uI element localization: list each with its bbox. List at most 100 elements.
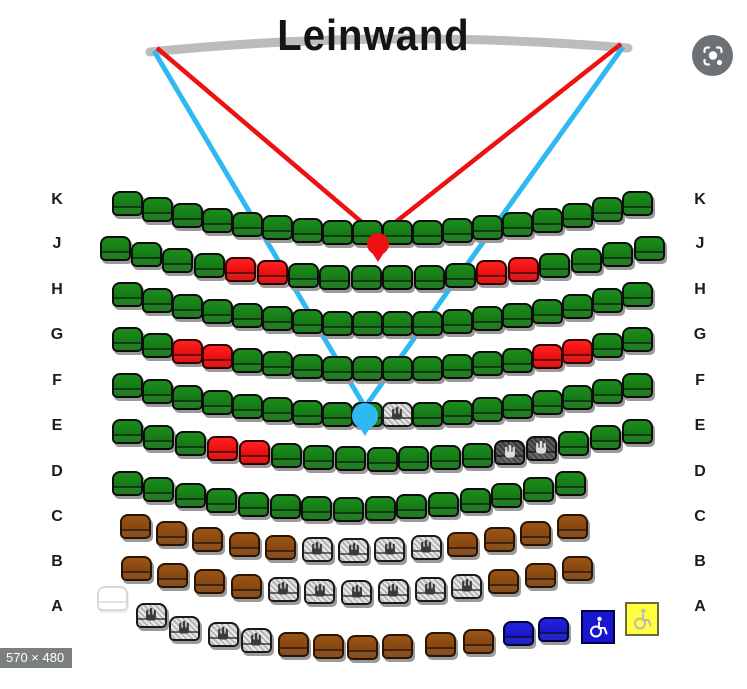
- green-seat-H5[interactable]: [231, 303, 263, 329]
- blue-seat-A12[interactable]: [502, 620, 534, 646]
- green-seat-K7[interactable]: [291, 217, 323, 243]
- brown-seat-B1[interactable]: [120, 555, 152, 581]
- green-seat-H1[interactable]: [111, 281, 143, 307]
- green-seat-H8[interactable]: [321, 310, 353, 336]
- green-seat-E16[interactable]: [589, 425, 621, 451]
- brown-seat-C11[interactable]: [483, 526, 515, 552]
- green-seat-E12[interactable]: [462, 442, 494, 468]
- green-seat-K12[interactable]: [441, 217, 473, 243]
- blue-seat-A13[interactable]: [537, 616, 569, 642]
- green-seat-D15[interactable]: [554, 470, 586, 496]
- green-seat-H18[interactable]: [621, 281, 653, 307]
- green-seat-D3[interactable]: [174, 483, 206, 509]
- green-seat-K3[interactable]: [171, 202, 203, 228]
- green-seat-K11[interactable]: [411, 219, 443, 245]
- red-seat-G3[interactable]: [171, 338, 203, 364]
- green-seat-D6[interactable]: [269, 494, 301, 520]
- green-seat-G7[interactable]: [291, 353, 323, 379]
- green-seat-F14[interactable]: [501, 394, 533, 420]
- green-seat-D14[interactable]: [522, 477, 554, 503]
- green-seat-D4[interactable]: [206, 488, 238, 513]
- green-seat-F1[interactable]: [111, 372, 143, 398]
- green-seat-G17[interactable]: [591, 333, 623, 359]
- white-seat-A1[interactable]: [96, 585, 128, 611]
- green-seat-K5[interactable]: [231, 212, 263, 238]
- green-seat-H17[interactable]: [591, 288, 623, 314]
- green-seat-J18[interactable]: [633, 235, 665, 261]
- green-seat-H9[interactable]: [351, 311, 383, 337]
- red-seat-J5[interactable]: [225, 257, 257, 283]
- green-seat-J2[interactable]: [130, 242, 162, 268]
- green-seat-F7[interactable]: [291, 399, 323, 425]
- green-seat-J15[interactable]: [539, 252, 571, 278]
- green-seat-G10[interactable]: [381, 356, 413, 382]
- green-seat-D9[interactable]: [364, 495, 396, 521]
- green-seat-H7[interactable]: [291, 308, 323, 334]
- dark-gray-hand-seat-E13[interactable]: [494, 439, 525, 465]
- green-seat-J17[interactable]: [602, 242, 634, 268]
- green-seat-J8[interactable]: [319, 264, 351, 290]
- green-seat-E8[interactable]: [334, 446, 366, 472]
- brown-seat-A6[interactable]: [277, 631, 309, 657]
- green-seat-H14[interactable]: [501, 303, 533, 329]
- green-seat-H11[interactable]: [411, 310, 443, 336]
- brown-seat-A9[interactable]: [381, 633, 413, 659]
- gray-hand-seat-A3[interactable]: [168, 615, 200, 641]
- green-seat-K16[interactable]: [561, 202, 593, 228]
- gray-hand-seat-C9[interactable]: [410, 534, 442, 560]
- green-seat-E17[interactable]: [621, 418, 653, 444]
- green-seat-F12[interactable]: [441, 399, 473, 425]
- green-seat-J9[interactable]: [350, 265, 382, 291]
- brown-seat-B12[interactable]: [524, 562, 556, 588]
- green-seat-F3[interactable]: [171, 384, 203, 410]
- green-seat-G6[interactable]: [261, 351, 293, 377]
- gray-hand-seat-B8[interactable]: [377, 578, 409, 604]
- brown-seat-B2[interactable]: [157, 562, 189, 588]
- green-seat-H15[interactable]: [531, 298, 563, 324]
- green-seat-G18[interactable]: [621, 326, 653, 352]
- green-seat-K18[interactable]: [621, 190, 653, 216]
- gray-hand-seat-A4[interactable]: [207, 621, 239, 647]
- green-seat-K1[interactable]: [111, 190, 143, 216]
- gray-hand-seat-A2[interactable]: [135, 602, 167, 628]
- brown-seat-C12[interactable]: [520, 520, 552, 546]
- green-seat-G5[interactable]: [231, 348, 263, 374]
- green-seat-D11[interactable]: [427, 491, 459, 517]
- green-seat-D12[interactable]: [459, 488, 491, 513]
- wheelchair-space-yellow-A15[interactable]: [625, 602, 659, 636]
- green-seat-G8[interactable]: [321, 355, 353, 381]
- green-seat-G1[interactable]: [111, 326, 143, 352]
- dark-gray-hand-seat-E14[interactable]: [525, 435, 557, 461]
- green-seat-F8[interactable]: [321, 401, 353, 427]
- gray-hand-seat-A5[interactable]: [240, 627, 272, 653]
- green-seat-H3[interactable]: [171, 293, 203, 319]
- green-seat-D7[interactable]: [301, 495, 333, 521]
- brown-seat-A10[interactable]: [424, 631, 456, 657]
- green-seat-J3[interactable]: [162, 247, 194, 273]
- green-seat-J7[interactable]: [287, 262, 319, 288]
- green-seat-E10[interactable]: [398, 446, 430, 472]
- green-seat-F17[interactable]: [591, 379, 623, 405]
- green-seat-D1[interactable]: [111, 470, 143, 496]
- green-seat-F13[interactable]: [471, 397, 503, 423]
- green-seat-E3[interactable]: [175, 430, 207, 456]
- green-seat-F2[interactable]: [141, 379, 173, 405]
- green-seat-E7[interactable]: [302, 444, 334, 470]
- brown-seat-C13[interactable]: [556, 513, 588, 539]
- green-seat-G12[interactable]: [441, 353, 473, 379]
- red-seat-J13[interactable]: [476, 260, 508, 286]
- green-seat-E9[interactable]: [366, 446, 398, 472]
- green-seat-J16[interactable]: [570, 247, 602, 273]
- green-seat-D10[interactable]: [396, 494, 428, 520]
- gray-hand-seat-B5[interactable]: [267, 576, 299, 602]
- brown-seat-C4[interactable]: [228, 531, 260, 557]
- brown-seat-C3[interactable]: [192, 526, 224, 552]
- green-seat-H4[interactable]: [201, 298, 233, 324]
- green-seat-G11[interactable]: [411, 355, 443, 381]
- green-seat-H16[interactable]: [561, 293, 593, 319]
- gray-hand-seat-B10[interactable]: [451, 573, 483, 599]
- green-seat-E11[interactable]: [430, 444, 462, 470]
- brown-seat-C10[interactable]: [447, 531, 479, 557]
- green-seat-K15[interactable]: [531, 207, 563, 233]
- wheelchair-space-blue-A14[interactable]: [581, 610, 615, 644]
